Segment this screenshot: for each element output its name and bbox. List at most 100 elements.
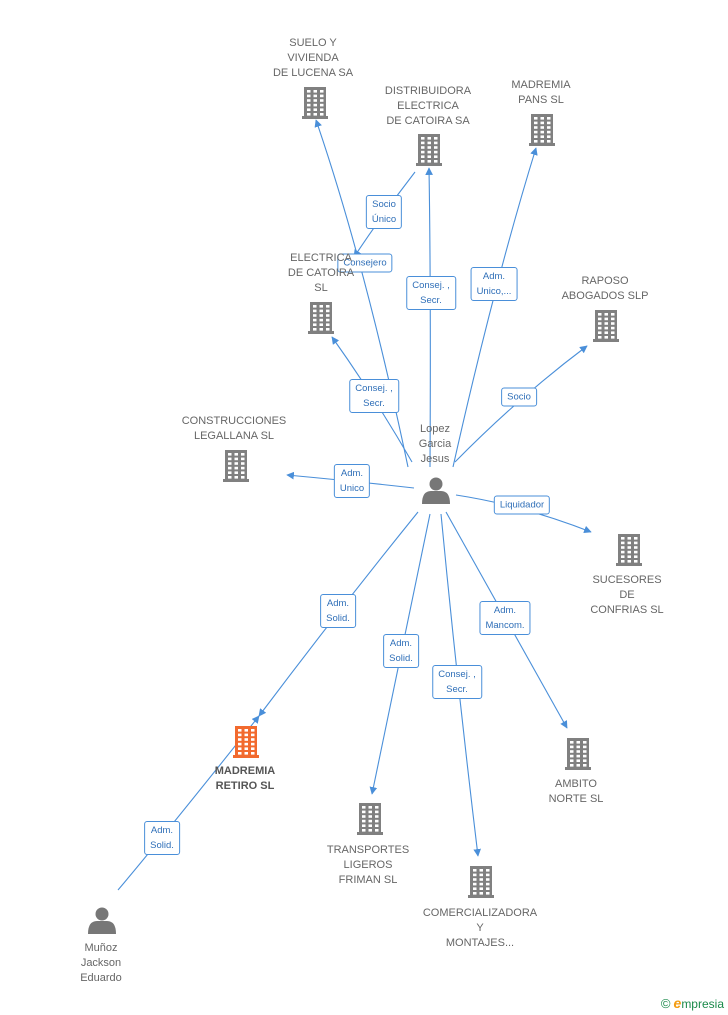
node-label-line: Jesus xyxy=(420,453,450,465)
edge-label-lopez-to-suelo[interactable]: Consejero xyxy=(337,253,393,273)
edge-label-line: Solid. xyxy=(150,840,174,851)
edge-label-line: Unico,... xyxy=(476,286,512,297)
node-label-line: LIGEROS xyxy=(343,859,393,871)
node-label-sucesores[interactable]: SUCESORES DE CONFRIAS SL xyxy=(590,573,663,618)
copyright-symbol: © xyxy=(660,996,671,1011)
edge-label-line: Adm. xyxy=(326,598,350,609)
edge-label-lopez-to-construcciones[interactable]: Adm. Unico xyxy=(333,464,371,498)
node-label-line: DISTRIBUIDORA xyxy=(384,85,472,97)
person-icon[interactable] xyxy=(422,477,450,505)
edge-label-lopez-to-raposo[interactable]: Socio xyxy=(501,387,537,407)
edge-label-lopez-to-madremia_retiro[interactable]: Adm. Solid. xyxy=(320,594,356,628)
edge-label-line: Consejero xyxy=(343,257,387,269)
building-icon[interactable] xyxy=(593,310,619,342)
edge-label-line: Solid. xyxy=(326,613,350,624)
edge-label-line: Consej. , xyxy=(355,383,393,394)
node-label-line: ABOGADOS SLP xyxy=(561,290,649,302)
edge-label-lopez-to-transportes[interactable]: Adm. Solid. xyxy=(383,634,419,668)
edge-label-line: Consej. , xyxy=(438,669,476,680)
node-label-construcciones[interactable]: CONSTRUCCIONES LEGALLANA SL xyxy=(182,414,287,444)
building-icon[interactable] xyxy=(357,803,383,835)
node-label-line: Garcia xyxy=(418,438,452,450)
edge-label-line: Único xyxy=(371,214,397,225)
edge-label-munoz-to-madremia_retiro[interactable]: Adm.Solid. xyxy=(144,821,180,855)
edge-label-lopez-to-madremia_pans[interactable]: Adm. Unico,... xyxy=(470,267,518,301)
edge-label-line: Unico xyxy=(339,483,365,494)
node-label-line: Y xyxy=(476,922,484,934)
node-label-line: RETIRO SL xyxy=(215,780,275,792)
edge-label-line: Liquidador xyxy=(499,499,545,511)
node-label-line: Jackson xyxy=(80,957,122,969)
edge-label-lopez-to-ambito[interactable]: Adm. Mancom. xyxy=(479,601,531,635)
edge-label-lopez-to-distribuidora[interactable]: Consej. , Secr. xyxy=(406,276,456,310)
building-icon[interactable] xyxy=(529,114,555,146)
node-label-line: Eduardo xyxy=(80,972,122,984)
node-label-madremia_pans[interactable]: MADREMIA PANS SL xyxy=(511,78,570,108)
node-label-distribuidora[interactable]: DISTRIBUIDORA ELECTRICA DE CATOIRA SA xyxy=(385,84,471,129)
node-label-raposo[interactable]: RAPOSO ABOGADOS SLP xyxy=(562,274,649,304)
edge-lopez-to-madremia_pans xyxy=(452,147,538,468)
node-label-line: DE CATOIRA SA xyxy=(386,115,470,127)
brand-name: mpresia xyxy=(681,997,724,1011)
node-label-line: FRIMAN SL xyxy=(338,874,398,886)
edge-label-line: Solid. xyxy=(389,653,413,664)
node-label-line: NORTE SL xyxy=(548,793,604,805)
node-label-line: DE LUCENA SA xyxy=(272,67,354,79)
node-label-line: SUCESORES xyxy=(592,574,662,586)
building-icon[interactable] xyxy=(616,534,642,566)
building-icon[interactable] xyxy=(468,866,494,898)
edge-label-line: Consej. , xyxy=(412,280,450,291)
node-label-ambito[interactable]: AMBITO NORTE SL xyxy=(549,777,604,807)
node-label-line: CONSTRUCCIONES xyxy=(181,415,287,427)
brand-initial: e xyxy=(673,995,682,1011)
node-label-line: SUELO Y xyxy=(289,37,337,49)
node-label-line: VIVIENDA xyxy=(287,52,339,64)
edge-label-lopez-to-comercializadora[interactable]: Consej. , Secr. xyxy=(432,665,482,699)
node-label-line: MONTAJES... xyxy=(445,937,515,949)
edge-label-line: Secr. xyxy=(446,684,468,695)
node-label-line: PANS SL xyxy=(518,94,564,106)
edge-label-line: Secr. xyxy=(420,295,442,306)
node-label-transportes[interactable]: TRANSPORTES LIGEROS FRIMAN SL xyxy=(327,843,409,888)
edge-label-line: Secr. xyxy=(363,398,385,409)
edge-label-line: Socio xyxy=(372,199,396,210)
node-label-line: MADREMIA xyxy=(511,79,571,91)
node-label-line: ELECTRICA xyxy=(290,252,352,264)
building-icon[interactable] xyxy=(223,450,249,482)
node-label-line: DE xyxy=(619,589,635,601)
node-label-line: LEGALLANA SL xyxy=(193,430,275,442)
edge-label-line: Adm. xyxy=(482,271,506,282)
building-icon[interactable] xyxy=(233,726,259,758)
edge-label-line: Adm. xyxy=(493,605,517,616)
node-label-line: Muñoz xyxy=(84,942,118,954)
brand-logo: ©empresia xyxy=(661,995,724,1011)
edge-label-lopez-to-electrica_catoira_sl[interactable]: Consej. , Secr. xyxy=(349,379,399,413)
building-icon[interactable] xyxy=(302,87,328,119)
node-label-line: TRANSPORTES xyxy=(326,844,410,856)
edge-label-line: Adm. xyxy=(340,468,364,479)
node-label-line: DE CATOIRA xyxy=(287,267,355,279)
node-label-suelo[interactable]: SUELO Y VIVIENDA DE LUCENA SA xyxy=(273,36,353,81)
building-icon[interactable] xyxy=(565,738,591,770)
edge-label-line: Adm. xyxy=(389,638,413,649)
edge-label-line: Socio xyxy=(507,391,531,403)
building-icon[interactable] xyxy=(416,134,442,166)
node-label-line: RAPOSO xyxy=(581,275,629,287)
edge-label-line: Mancom. xyxy=(485,620,525,631)
building-icon[interactable] xyxy=(308,302,334,334)
node-label-line: AMBITO xyxy=(555,778,597,790)
node-label-line: CONFRIAS SL xyxy=(590,604,664,616)
node-label-line: SL xyxy=(314,282,328,294)
person-icon[interactable] xyxy=(88,907,116,935)
edge-label-lopez-to-sucesores[interactable]: Liquidador xyxy=(493,495,551,515)
edge-lopez-to-suelo xyxy=(314,119,409,468)
node-label-line: Lopez xyxy=(420,423,450,435)
node-label-line: ELECTRICA xyxy=(397,100,459,112)
node-label-electrica_catoira_sl[interactable]: ELECTRICA DE CATOIRA SL xyxy=(288,251,354,296)
